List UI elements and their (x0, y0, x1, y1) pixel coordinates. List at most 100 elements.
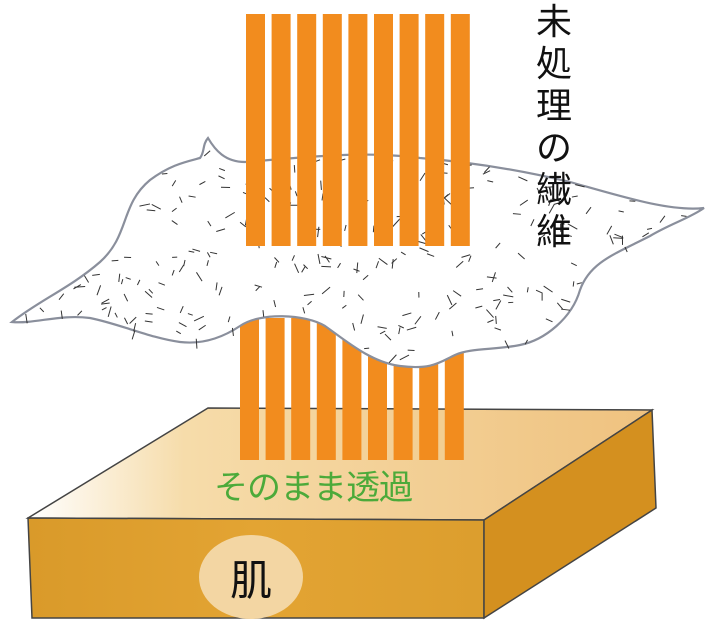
fabric-speckle (255, 286, 261, 292)
fabric-speckle (131, 330, 136, 340)
fabric-speckle (353, 268, 360, 272)
fabric-speckle (419, 172, 426, 182)
fabric-speckle (357, 294, 364, 301)
fabric-speckle (219, 167, 226, 172)
fabric-speckle (344, 224, 347, 232)
fabric-speckle (681, 215, 687, 217)
fabric-speckle (218, 175, 225, 180)
skin-slab (25, 407, 657, 620)
fabric-speckle (482, 170, 491, 175)
fabric-speckle (158, 282, 166, 286)
fabric-speckle (364, 347, 370, 350)
fabric-speckle (567, 223, 578, 230)
fiber-label-char: 繊 (535, 170, 572, 211)
fabric-speckle (293, 165, 296, 173)
fabric-speckle (448, 302, 457, 310)
fabric-speckle (495, 300, 502, 310)
fabric-speckle (455, 260, 464, 268)
uv-ray-icon (450, 14, 470, 246)
fabric-speckle (585, 206, 592, 215)
fabric-speckle (231, 327, 234, 336)
fabric-speckle (399, 354, 410, 361)
untreated-fabric (9, 136, 705, 369)
fabric-speckle (133, 322, 137, 332)
uv-ray-icon (246, 14, 265, 246)
fabric-speckle (151, 203, 162, 210)
fabric-speckle (144, 320, 153, 323)
fabric-speckle (556, 302, 564, 310)
fabric-speckle (548, 198, 552, 207)
fabric-speckle (642, 232, 650, 238)
fabric-speckle (225, 211, 235, 219)
fabric-speckle (101, 298, 110, 304)
fabric-speckle (118, 273, 121, 282)
fabric-speckle (144, 290, 153, 298)
fabric-speckle (125, 277, 131, 280)
fabric-speckle (571, 195, 578, 198)
fabric-speckle (518, 176, 528, 182)
fabric-speckle (565, 234, 572, 237)
fabric-speckle (517, 252, 525, 260)
fabric-speckle (495, 242, 501, 249)
fabric-speckle (391, 259, 394, 269)
fabric-speckle (188, 195, 196, 198)
fiber-label-char: 処 (535, 44, 572, 85)
fabric-speckle (227, 316, 231, 323)
uv-ray-icon (374, 14, 393, 246)
fabric-speckle (561, 236, 564, 243)
uv-ray-icon (399, 14, 419, 246)
fabric-speckle (493, 298, 501, 302)
fabric-speckle (402, 312, 412, 317)
fabric-speckle (73, 284, 82, 290)
fabric-speckle (92, 273, 100, 276)
fabric-speckle (96, 285, 102, 296)
fabric-speckle (254, 284, 263, 288)
skin-badge (199, 535, 303, 619)
fabric-speckle (377, 326, 387, 329)
fabric-speckle (273, 300, 277, 308)
fabric-speckle (145, 313, 153, 315)
fabric-speckle (291, 255, 295, 261)
fabric-speckle (406, 326, 417, 331)
fabric-blob-icon (9, 136, 705, 369)
fabric-speckle (419, 247, 429, 253)
fabric-speckle (136, 279, 141, 286)
fabric-speckle (561, 218, 565, 225)
fabric-speckle (192, 248, 201, 252)
fabric-speckle (504, 340, 510, 349)
fabric-speckle (155, 261, 160, 266)
fabric-speckle (294, 263, 300, 274)
fabric-speckle (575, 184, 585, 188)
fabric-speckle (171, 207, 177, 213)
fabric-speckle (375, 261, 380, 269)
skin-side-face (483, 408, 657, 620)
fabric-speckle (524, 339, 529, 345)
fabric-speckle (392, 218, 401, 228)
fabric-speckle (101, 302, 110, 305)
fabric-speckle (337, 262, 341, 269)
fabric-speckle (530, 219, 535, 227)
uv-ray-icon (291, 318, 311, 460)
fabric-speckle (207, 220, 212, 227)
fiber-label-char: 維 (535, 212, 572, 253)
fabric-speckle (321, 286, 331, 295)
fabric-speckle (548, 203, 555, 214)
fabric-speckle (535, 289, 543, 294)
uv-ray-icon (348, 14, 368, 246)
fabric-speckle (609, 235, 614, 245)
fabric-speckle (360, 314, 364, 324)
fabric-speckle (613, 237, 624, 239)
fabric-speckle (561, 308, 571, 311)
fabric-texture (25, 150, 687, 364)
fabric-speckle (302, 307, 306, 314)
fabric-speckle (317, 253, 321, 264)
fabric-speckle (60, 310, 63, 319)
fabric-speckle (210, 251, 218, 255)
fabric-speckle (572, 281, 575, 287)
fabric-speckle (372, 225, 375, 233)
fabric-speckle (468, 255, 472, 262)
fabric-speckle (193, 315, 205, 322)
fabric-speckle (215, 282, 218, 291)
fabric-speckle (487, 180, 494, 183)
